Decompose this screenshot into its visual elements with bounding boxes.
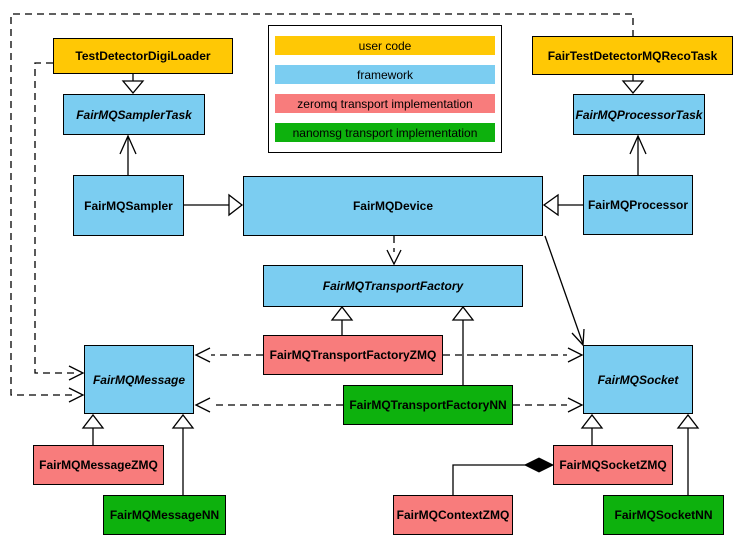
class-name: FairMQTransportFactory — [322, 279, 464, 293]
class-box-fairmqmessagenn: FairMQMessageNN — [103, 495, 226, 535]
class-name: FairMQSocketZMQ — [559, 458, 667, 472]
edge-dependency-fairtestdetectormqrecotask-fairmqmessage — [10, 13, 634, 403]
class-name: FairMQMessageZMQ — [39, 458, 158, 472]
class-name: FairMQSamplerTask — [76, 107, 192, 122]
class-name: FairTestDetectorMQRecoTask — [547, 48, 718, 63]
class-name: FairMQProcessor — [587, 198, 689, 212]
legend-label-framework: framework — [356, 67, 413, 82]
edge-inheritance-testdetectordigiloader-fairmqsamplertask — [121, 74, 145, 95]
class-name: FairMQMessageNN — [109, 508, 220, 522]
legend: user code framework zeromq transport imp… — [268, 25, 502, 153]
class-box-fairmqcontextzmq: FairMQContextZMQ — [393, 495, 513, 535]
class-box-testdetectordigiloader: TestDetectorDigiLoader — [53, 38, 233, 74]
legend-item-zeromq: zeromq transport implementation — [275, 94, 495, 113]
edge-inheritance-fairmqtransportfactorynn-fairmqtransportfactory — [451, 305, 475, 385]
class-box-fairmqmessage: FairMQMessage — [84, 345, 194, 414]
class-box-fairmqsamplertask: FairMQSamplerTask — [63, 94, 205, 135]
class-box-fairmqtransportfactorynn: FairMQTransportFactoryNN — [343, 385, 513, 425]
edge-dependency-testdetectordigiloader-fairmqmessage — [34, 62, 85, 381]
edge-composition-fairmqcontextzmq-fairmqsocketzmq — [452, 457, 555, 495]
class-name: FairMQMessage — [92, 372, 186, 387]
legend-item-nanomsg: nanomsg transport implementation — [275, 123, 495, 142]
class-name: FairMQTransportFactoryNN — [349, 398, 507, 412]
class-box-fairmqsocketnn: FairMQSocketNN — [603, 495, 724, 535]
legend-label-nanomsg: nanomsg transport implementation — [292, 125, 478, 140]
class-box-fairmqprocessortask: FairMQProcessorTask — [573, 94, 705, 135]
legend-label-user-code: user code — [358, 38, 412, 53]
edge-inheritance-fairmqtransportfactoryzmq-fairmqtransportfactory — [330, 305, 354, 335]
legend-item-framework: framework — [275, 65, 495, 84]
legend-item-user-code: user code — [275, 36, 495, 55]
class-box-fairmqtransportfactory: FairMQTransportFactory — [263, 265, 523, 307]
class-box-fairmqprocessor: FairMQProcessor — [583, 175, 693, 235]
class-name: FairMQDevice — [352, 199, 434, 213]
class-name: FairMQSampler — [84, 198, 173, 213]
class-box-fairtestdetectormqrecotask: FairTestDetectorMQRecoTask — [532, 36, 733, 75]
class-box-fairmqtransportfactoryzmq: FairMQTransportFactoryZMQ — [263, 335, 443, 375]
edge-association-fairmqsampler-fairmqsamplertask — [119, 134, 137, 175]
edge-inheritance-fairmqprocessor-fairmqdevice — [542, 193, 583, 217]
edge-dependency-fairmqdevice-fairmqtransportfactory — [386, 236, 402, 266]
edge-dependency-fairmqtransportfactoryzmq-fairmqmessage — [194, 347, 263, 363]
edge-inheritance-fairmqmessagenn-fairmqmessage — [171, 413, 195, 495]
class-box-fairmqsocket: FairMQSocket — [583, 345, 693, 414]
class-box-fairmqsocketzmq: FairMQSocketZMQ — [553, 445, 673, 485]
class-box-fairmqdevice: FairMQDevice — [243, 176, 543, 236]
edge-inheritance-fairmqsocketzmq-fairmqsocket — [580, 413, 604, 445]
edge-association-fairmqprocessor-fairmqprocessortask — [629, 134, 647, 175]
edge-inheritance-fairmqmessagezmq-fairmqmessage — [81, 413, 105, 445]
class-box-fairmqsampler: FairMQSampler — [73, 175, 184, 236]
edge-dependency-fairmqtransportfactorynn-fairmqsocket — [513, 397, 584, 413]
legend-label-zeromq: zeromq transport implementation — [297, 96, 473, 111]
edge-dependency-fairmqtransportfactorynn-fairmqmessage — [194, 397, 343, 413]
class-name: FairMQTransportFactoryZMQ — [269, 348, 437, 362]
edge-association-fairmqdevice-fairmqsocket — [544, 235, 585, 347]
class-name: FairMQContextZMQ — [396, 508, 510, 522]
edge-inheritance-fairmqsocketnn-fairmqsocket — [676, 413, 700, 495]
class-box-fairmqmessagezmq: FairMQMessageZMQ — [33, 445, 164, 485]
edge-inheritance-fairtestdetectormqrecotask-fairmqprocessortask — [621, 75, 645, 95]
class-name: FairMQProcessorTask — [575, 107, 703, 122]
class-name: FairMQSocketNN — [614, 508, 713, 522]
edge-dependency-fairmqtransportfactoryzmq-fairmqsocket — [443, 347, 584, 363]
edge-inheritance-fairmqsampler-fairmqdevice — [184, 193, 244, 217]
class-name: TestDetectorDigiLoader — [75, 49, 211, 63]
class-name: FairMQSocket — [597, 372, 679, 387]
